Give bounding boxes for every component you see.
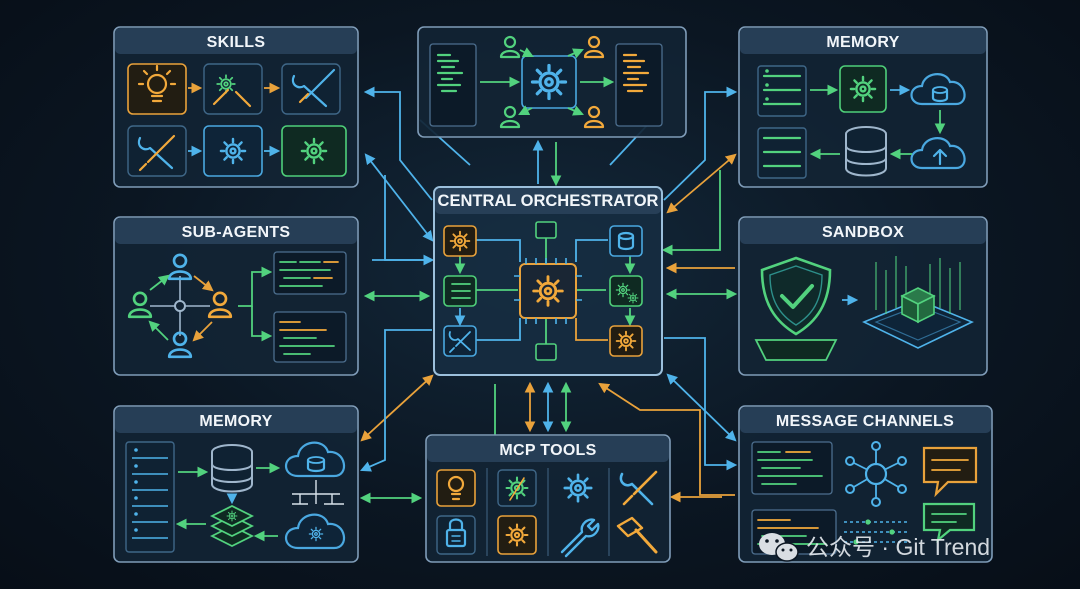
sub-agents-title: SUB-AGENTS	[182, 224, 291, 241]
central-orchestrator-panel: CENTRAL ORCHESTRATOR	[433, 186, 663, 376]
gear-icon	[497, 515, 537, 555]
skills-panel: SKILLS	[113, 26, 359, 188]
arrow-skills-2	[364, 153, 434, 242]
code-window-icon	[273, 311, 347, 363]
layers-gear-icon	[209, 504, 255, 548]
server-rack-icon	[757, 127, 807, 179]
mcp-tools-panel: MCP TOOLS	[425, 434, 671, 563]
arrow-membottom-2	[360, 329, 432, 472]
database-icon	[211, 444, 253, 493]
code-window-icon	[273, 251, 347, 295]
hammer-icon	[616, 516, 658, 554]
sub-agents-panel: SUB-AGENTS	[113, 216, 359, 376]
arrow-msg-3	[598, 382, 735, 496]
top-workflow-panel	[417, 26, 687, 138]
lightbulb-icon	[436, 469, 476, 507]
hub-network-icon	[845, 441, 907, 507]
central-gear-chip-icon	[519, 263, 577, 319]
message-channels-panel: MESSAGE CHANNELS	[738, 405, 993, 563]
database-icon	[845, 126, 887, 177]
chat-bubble-icon	[922, 446, 978, 498]
gear-screwdriver-icon	[203, 63, 263, 115]
gear-icon	[443, 225, 477, 257]
gear-icon	[839, 65, 887, 113]
cloud-gear-icon	[284, 513, 345, 550]
skills-title: SKILLS	[207, 34, 266, 51]
arrow-memory-3	[661, 170, 721, 256]
chat-bubble-icon	[922, 502, 976, 543]
database-sync-icon	[609, 225, 643, 257]
wrench-icon	[560, 518, 600, 558]
memory-bottom-title: MEMORY	[199, 413, 272, 430]
lock-icon	[436, 515, 476, 555]
watermark-text: 公众号 · Git Trend	[806, 534, 990, 560]
watermark: 公众号 · Git Trend	[759, 533, 990, 562]
code-window-icon	[751, 441, 833, 495]
connectors	[359, 86, 738, 504]
wrench-screwdriver-icon	[619, 470, 658, 506]
arrow-memory-2	[666, 153, 737, 214]
shield-check-icon	[754, 256, 838, 361]
memory-bottom-panel: MEMORY	[113, 405, 359, 563]
central-orchestrator-title: CENTRAL ORCHESTRATOR	[438, 192, 659, 210]
sandbox-panel: SANDBOX	[738, 216, 988, 376]
gear-icon	[203, 125, 263, 177]
cloud-upload-icon	[910, 137, 966, 170]
cloud-icon	[910, 73, 966, 106]
message-channels-title: MESSAGE CHANNELS	[776, 413, 954, 430]
cube-sandbox-icon	[862, 256, 974, 349]
sandbox-title: SANDBOX	[822, 224, 904, 241]
server-rack-icon	[757, 65, 807, 117]
arrow-membottom-1	[360, 374, 434, 442]
arrow-msg-2	[666, 373, 737, 442]
wrench-screwdriver-icon	[281, 63, 341, 115]
gear-icon	[281, 125, 347, 177]
server-rack-icon	[125, 441, 175, 553]
memory-top-panel: MEMORY	[738, 26, 988, 188]
cloud-database-icon	[284, 441, 345, 478]
gear-icon	[609, 325, 643, 357]
memory-top-title: MEMORY	[826, 34, 899, 51]
wechat-icon	[759, 533, 799, 562]
wrench-screwdriver-icon	[127, 125, 187, 177]
lightbulb-icon	[127, 63, 187, 115]
gear-icon	[521, 55, 577, 109]
mcp-tools-title: MCP TOOLS	[499, 442, 596, 459]
